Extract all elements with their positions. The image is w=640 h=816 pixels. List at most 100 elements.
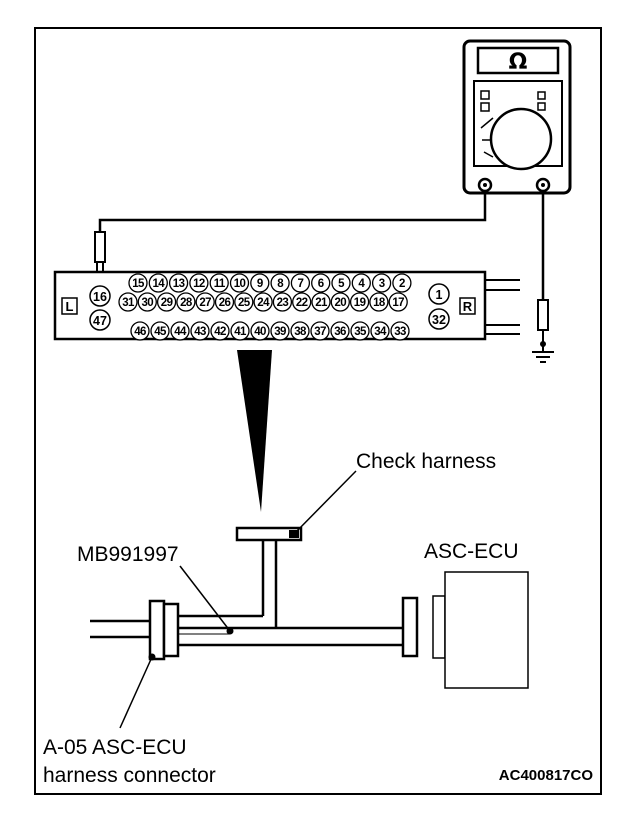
pin-1 <box>428 283 450 305</box>
pin-35 <box>350 321 370 341</box>
pin-7 <box>290 273 311 293</box>
pin-28 <box>176 292 196 312</box>
pin-43-label: 43 <box>194 326 206 338</box>
pin-13-label: 13 <box>173 278 185 290</box>
pin-9-label: 9 <box>257 278 263 290</box>
pin-23-label: 23 <box>277 297 289 309</box>
label-connector-line1: A-05 ASC-ECU <box>43 736 187 759</box>
pin-12 <box>189 273 209 293</box>
pin-36 <box>330 321 350 341</box>
check-harness <box>178 526 403 647</box>
pin-47-label: 47 <box>93 314 107 328</box>
pin-32-label: 32 <box>432 313 446 327</box>
pin-6-label: 6 <box>318 278 324 290</box>
pin-16-label: 16 <box>93 290 107 304</box>
pin-3-label: 3 <box>379 278 385 290</box>
pin-44-label: 44 <box>174 326 187 338</box>
pin-45 <box>150 321 170 341</box>
pin-24 <box>253 292 273 312</box>
pin-27 <box>195 292 215 312</box>
pin-34-label: 34 <box>374 326 387 338</box>
pin-32 <box>428 308 450 330</box>
pin-4-label: 4 <box>358 278 365 290</box>
pin-46-label: 46 <box>134 326 146 338</box>
pin-3 <box>371 273 392 293</box>
pin-24-label: 24 <box>257 297 270 309</box>
pin-43 <box>190 321 210 341</box>
pin-16 <box>89 285 111 307</box>
pin-39-label: 39 <box>274 326 286 338</box>
pin-17-label: 17 <box>392 297 404 309</box>
label-check-harness: Check harness <box>356 450 496 473</box>
pin-17 <box>388 292 408 312</box>
pin-15-label: 15 <box>132 278 145 290</box>
pin-41 <box>230 321 250 341</box>
pin-42-label: 42 <box>214 326 226 338</box>
pin-25-label: 25 <box>238 297 251 309</box>
pin-5-label: 5 <box>338 278 345 290</box>
pin-6 <box>311 273 331 293</box>
pin-1-label: 1 <box>436 288 443 302</box>
pin-33 <box>390 321 410 341</box>
asc-ecu-box <box>432 571 529 689</box>
label-mb-tool: MB991997 <box>77 543 179 566</box>
pin-15 <box>128 273 148 293</box>
pin-10-label: 10 <box>234 278 246 290</box>
ecu-connector <box>401 596 419 658</box>
pin-42 <box>210 321 230 341</box>
pin-4 <box>351 273 371 293</box>
pin-8 <box>270 273 290 293</box>
figure-code: AC400817CO <box>499 767 594 784</box>
pin-5 <box>331 273 351 293</box>
pin-11-label: 11 <box>214 278 226 290</box>
pin-35-label: 35 <box>354 326 367 338</box>
pin-9 <box>250 273 270 293</box>
test-lead-right <box>537 191 549 352</box>
pin-40 <box>250 321 270 341</box>
side-marker-left-label: L <box>66 299 74 314</box>
pin-40-label: 40 <box>254 326 266 338</box>
pin-31 <box>118 292 138 312</box>
pin-29 <box>156 292 177 312</box>
pin-18-label: 18 <box>373 297 386 309</box>
pin-26-label: 26 <box>219 297 231 309</box>
pin-38-label: 38 <box>294 326 307 338</box>
pin-11 <box>209 273 229 293</box>
zoom-wedge <box>237 350 272 512</box>
pin-33-label: 33 <box>394 326 406 338</box>
pin-20 <box>330 292 350 312</box>
pin-12-label: 12 <box>193 278 205 290</box>
pin-37-label: 37 <box>314 326 326 338</box>
leader-harness-connector <box>119 656 153 729</box>
pin-30 <box>137 292 157 312</box>
pin-26 <box>214 292 235 312</box>
pin-19 <box>349 292 370 312</box>
pin-29-label: 29 <box>161 297 173 309</box>
label-asc-ecu: ASC-ECU <box>424 540 519 563</box>
side-marker-left <box>61 297 78 315</box>
leader-check-harness <box>293 470 357 535</box>
pin-22 <box>292 292 312 312</box>
ground-icon <box>532 351 554 363</box>
pin-39 <box>270 321 290 341</box>
side-marker-right-label: R <box>463 299 473 314</box>
pin-47 <box>89 309 111 331</box>
pin-46 <box>130 321 150 341</box>
pin-23 <box>272 292 293 312</box>
pin-27-label: 27 <box>199 297 211 309</box>
pin-41-label: 41 <box>234 326 247 338</box>
pin-19-label: 19 <box>354 297 366 309</box>
rotary-dial <box>489 107 553 171</box>
pin-28-label: 28 <box>180 297 193 309</box>
side-marker-right <box>459 297 476 315</box>
pin-34 <box>370 321 390 341</box>
pin-21 <box>311 292 331 312</box>
pin-7-label: 7 <box>298 278 304 290</box>
leader-mb-tool <box>179 565 231 632</box>
ohm-symbol: Ω <box>509 50 528 75</box>
harness-connector <box>90 599 180 661</box>
pin-30-label: 30 <box>142 297 154 309</box>
